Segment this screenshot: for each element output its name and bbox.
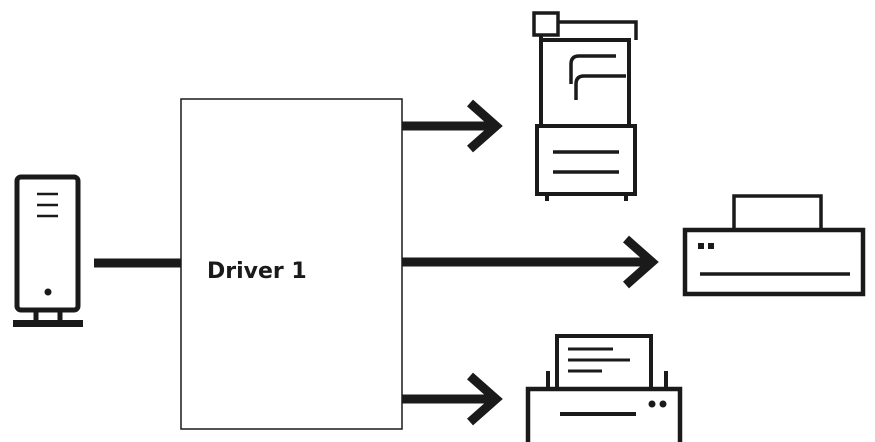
arrow-to-desktop-printer bbox=[402, 235, 659, 289]
fax-machine-icon bbox=[525, 334, 683, 442]
computer-tower-icon bbox=[13, 174, 83, 327]
desktop-printer-icon bbox=[682, 194, 866, 297]
driver-box: Driver 1 bbox=[180, 98, 403, 430]
driver-label: Driver 1 bbox=[207, 259, 307, 284]
multifunction-copier-icon bbox=[532, 11, 638, 201]
arrow-to-fax-machine bbox=[402, 372, 503, 426]
arrow-to-copier bbox=[402, 99, 503, 153]
